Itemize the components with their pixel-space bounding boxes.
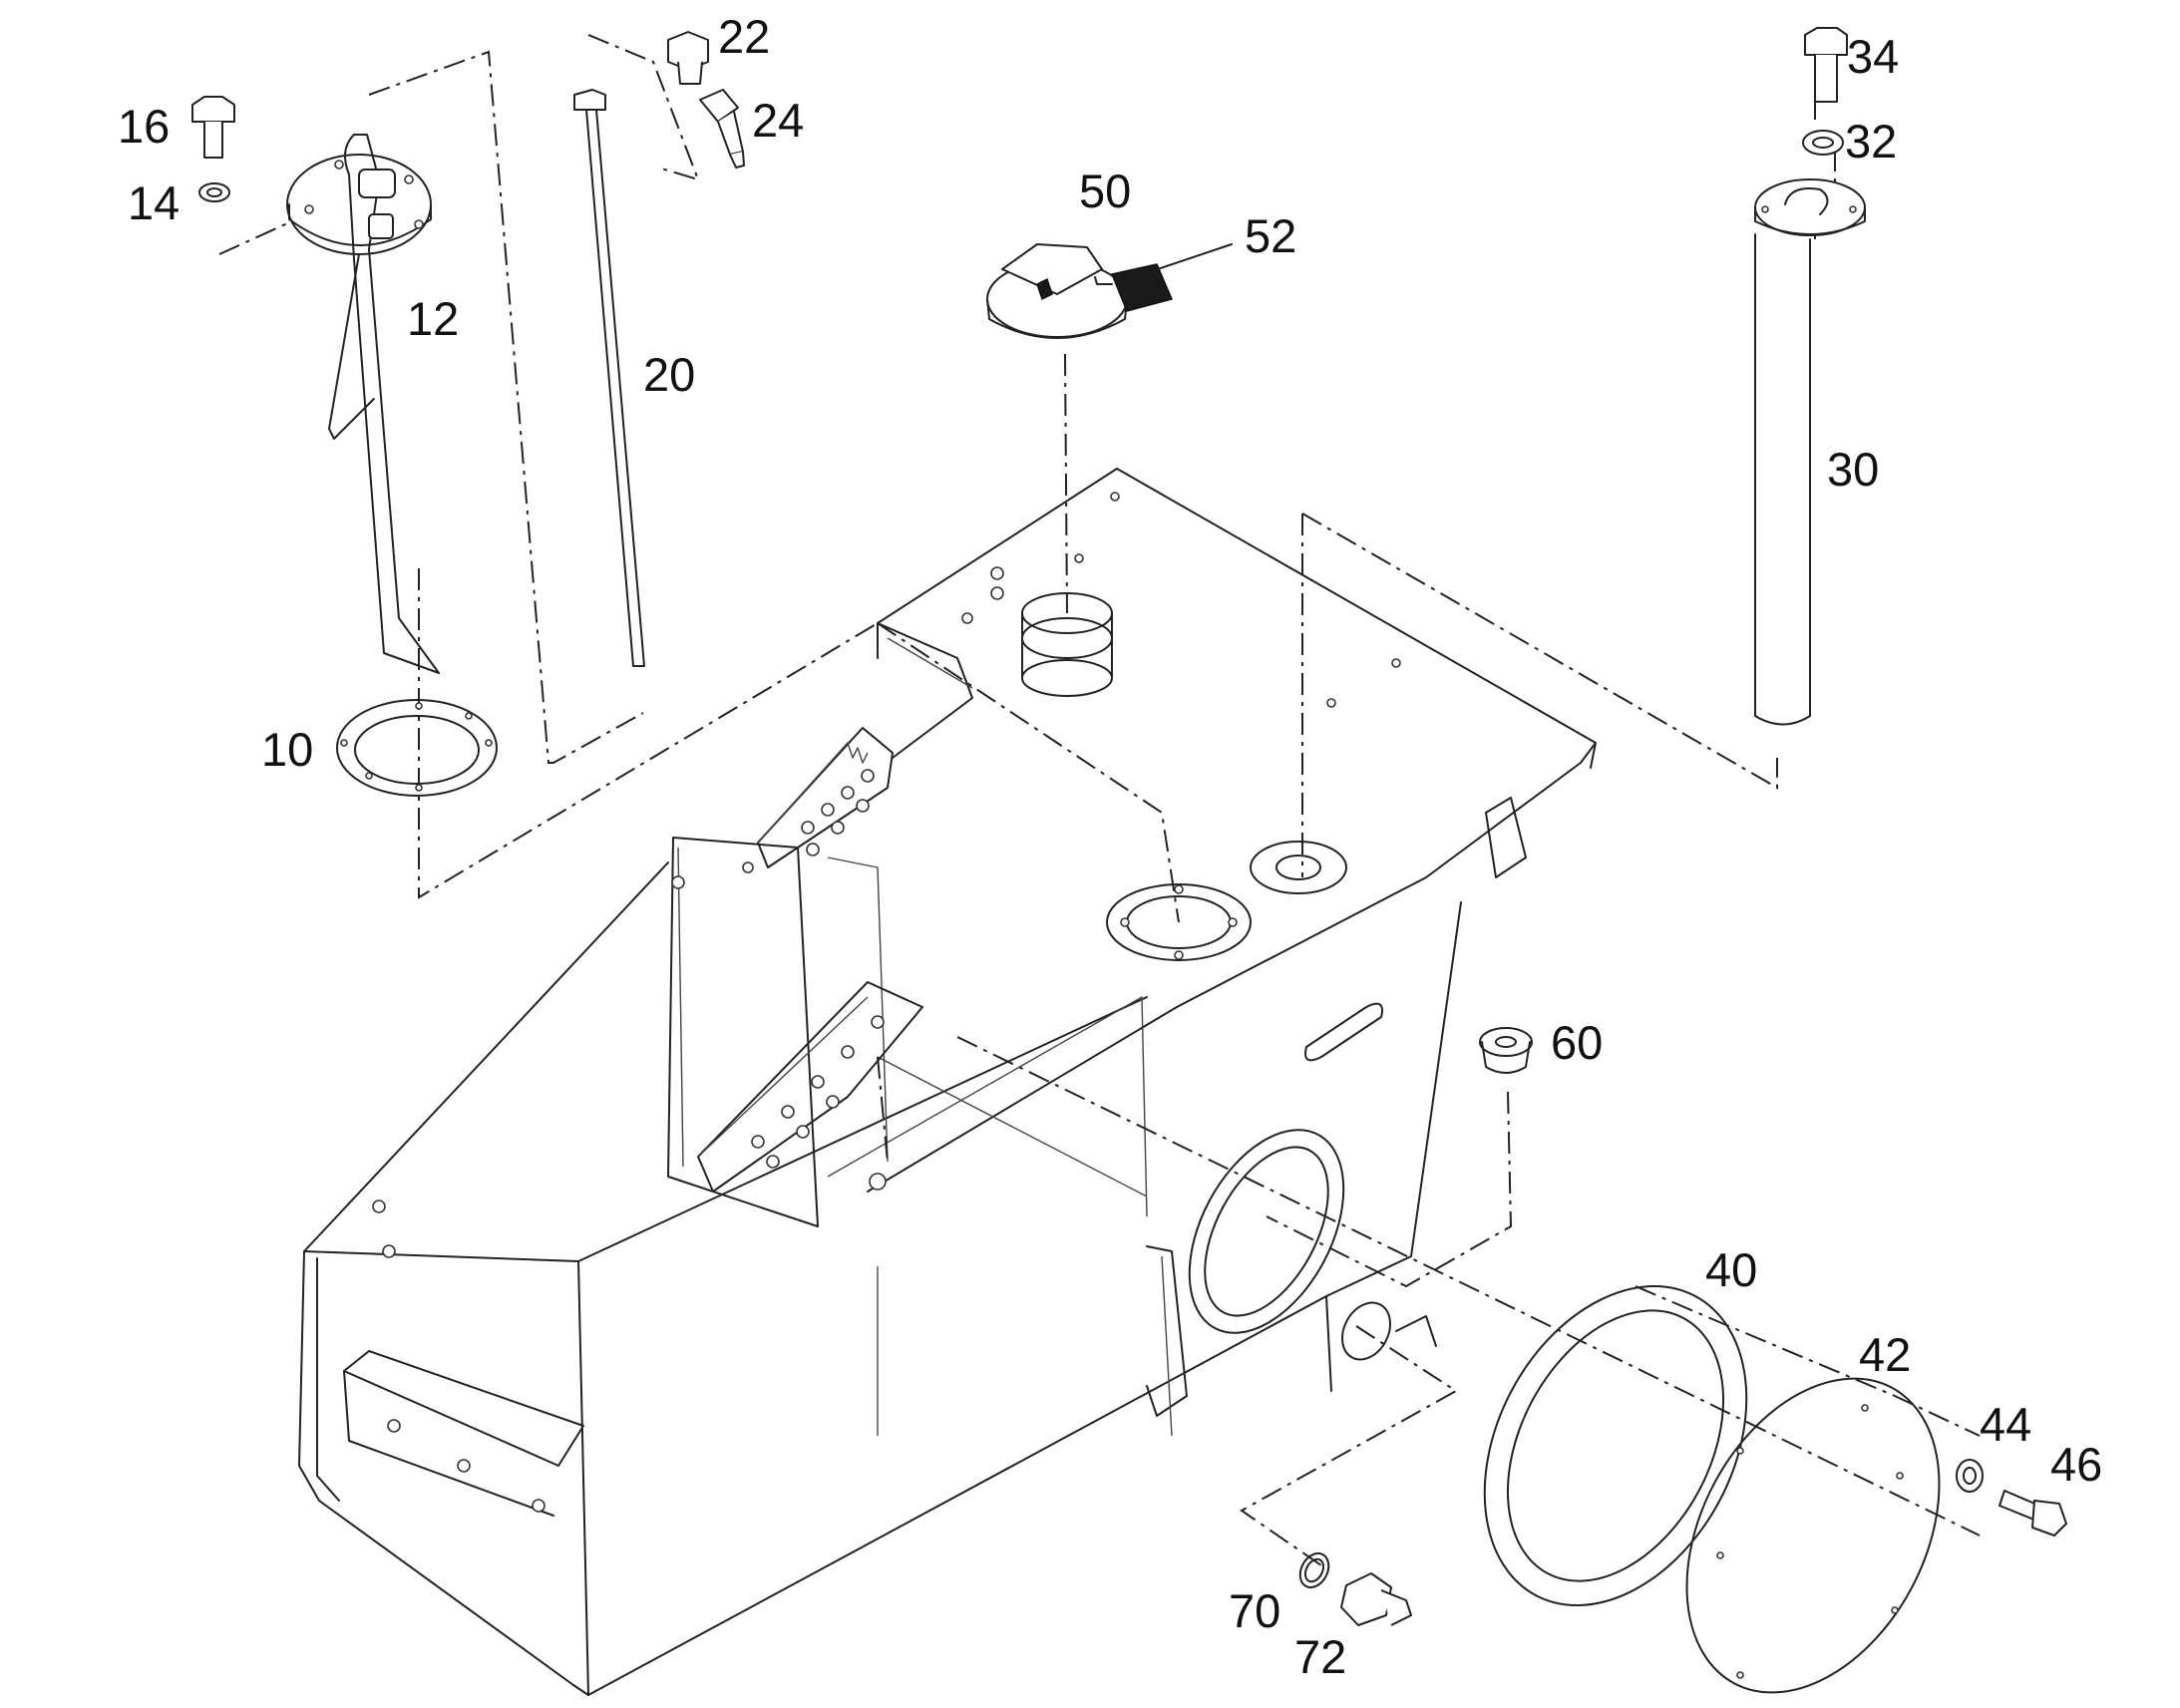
callout-10: 10 [261,723,313,776]
tank-body [298,468,1597,1696]
callout-34: 34 [1847,30,1899,83]
callout-32: 32 [1845,115,1897,168]
part-12-suction-tube [286,134,440,674]
callout-22: 22 [718,10,770,63]
sender-flange [1106,883,1252,961]
assembly-lines [218,34,1981,1566]
callout-60: 60 [1551,1016,1603,1069]
callout-70: 70 [1229,1584,1280,1637]
callout-40: 40 [1705,1243,1757,1296]
part-52-lock [1094,243,1233,312]
callout-30: 30 [1827,443,1879,496]
callout-14: 14 [128,176,180,229]
gauge-flange [1250,841,1347,894]
part-40-gasket [1483,1285,1748,1606]
ladder-lower [697,981,923,1193]
part-24-fitting [699,89,745,169]
part-46-bolt [1998,1490,2067,1537]
part-14-washer [198,182,230,202]
part-32-washer [1802,130,1844,156]
callout-20: 20 [643,348,695,401]
callout-24: 24 [752,94,804,147]
part-30-level-sender [1754,178,1866,726]
ladder-upper [757,727,894,868]
callout-50: 50 [1079,165,1131,217]
callout-44: 44 [1980,1398,2031,1451]
filler-neck [1021,592,1113,697]
callout-46: 46 [2050,1438,2102,1491]
callout-16: 16 [118,100,170,153]
part-60-plug [1479,1027,1533,1074]
inspection-port [1188,1129,1345,1334]
callout-72: 72 [1294,1630,1346,1683]
part-34-bolt [1804,27,1848,103]
part-42-cover-plate [1685,1377,1941,1694]
part-10-gasket [336,699,498,797]
part-70-seal [1298,1551,1330,1589]
part-72-drain-plug [1340,1572,1412,1626]
callout-42: 42 [1859,1328,1911,1381]
part-16-bolt [191,96,235,159]
part-22-fitting [667,31,709,85]
part-44-washer [1956,1459,1984,1493]
part-50-filler-cap [986,243,1128,339]
part-20-return-tube [573,89,645,667]
callout-12: 12 [407,292,459,345]
callout-52: 52 [1245,209,1296,262]
